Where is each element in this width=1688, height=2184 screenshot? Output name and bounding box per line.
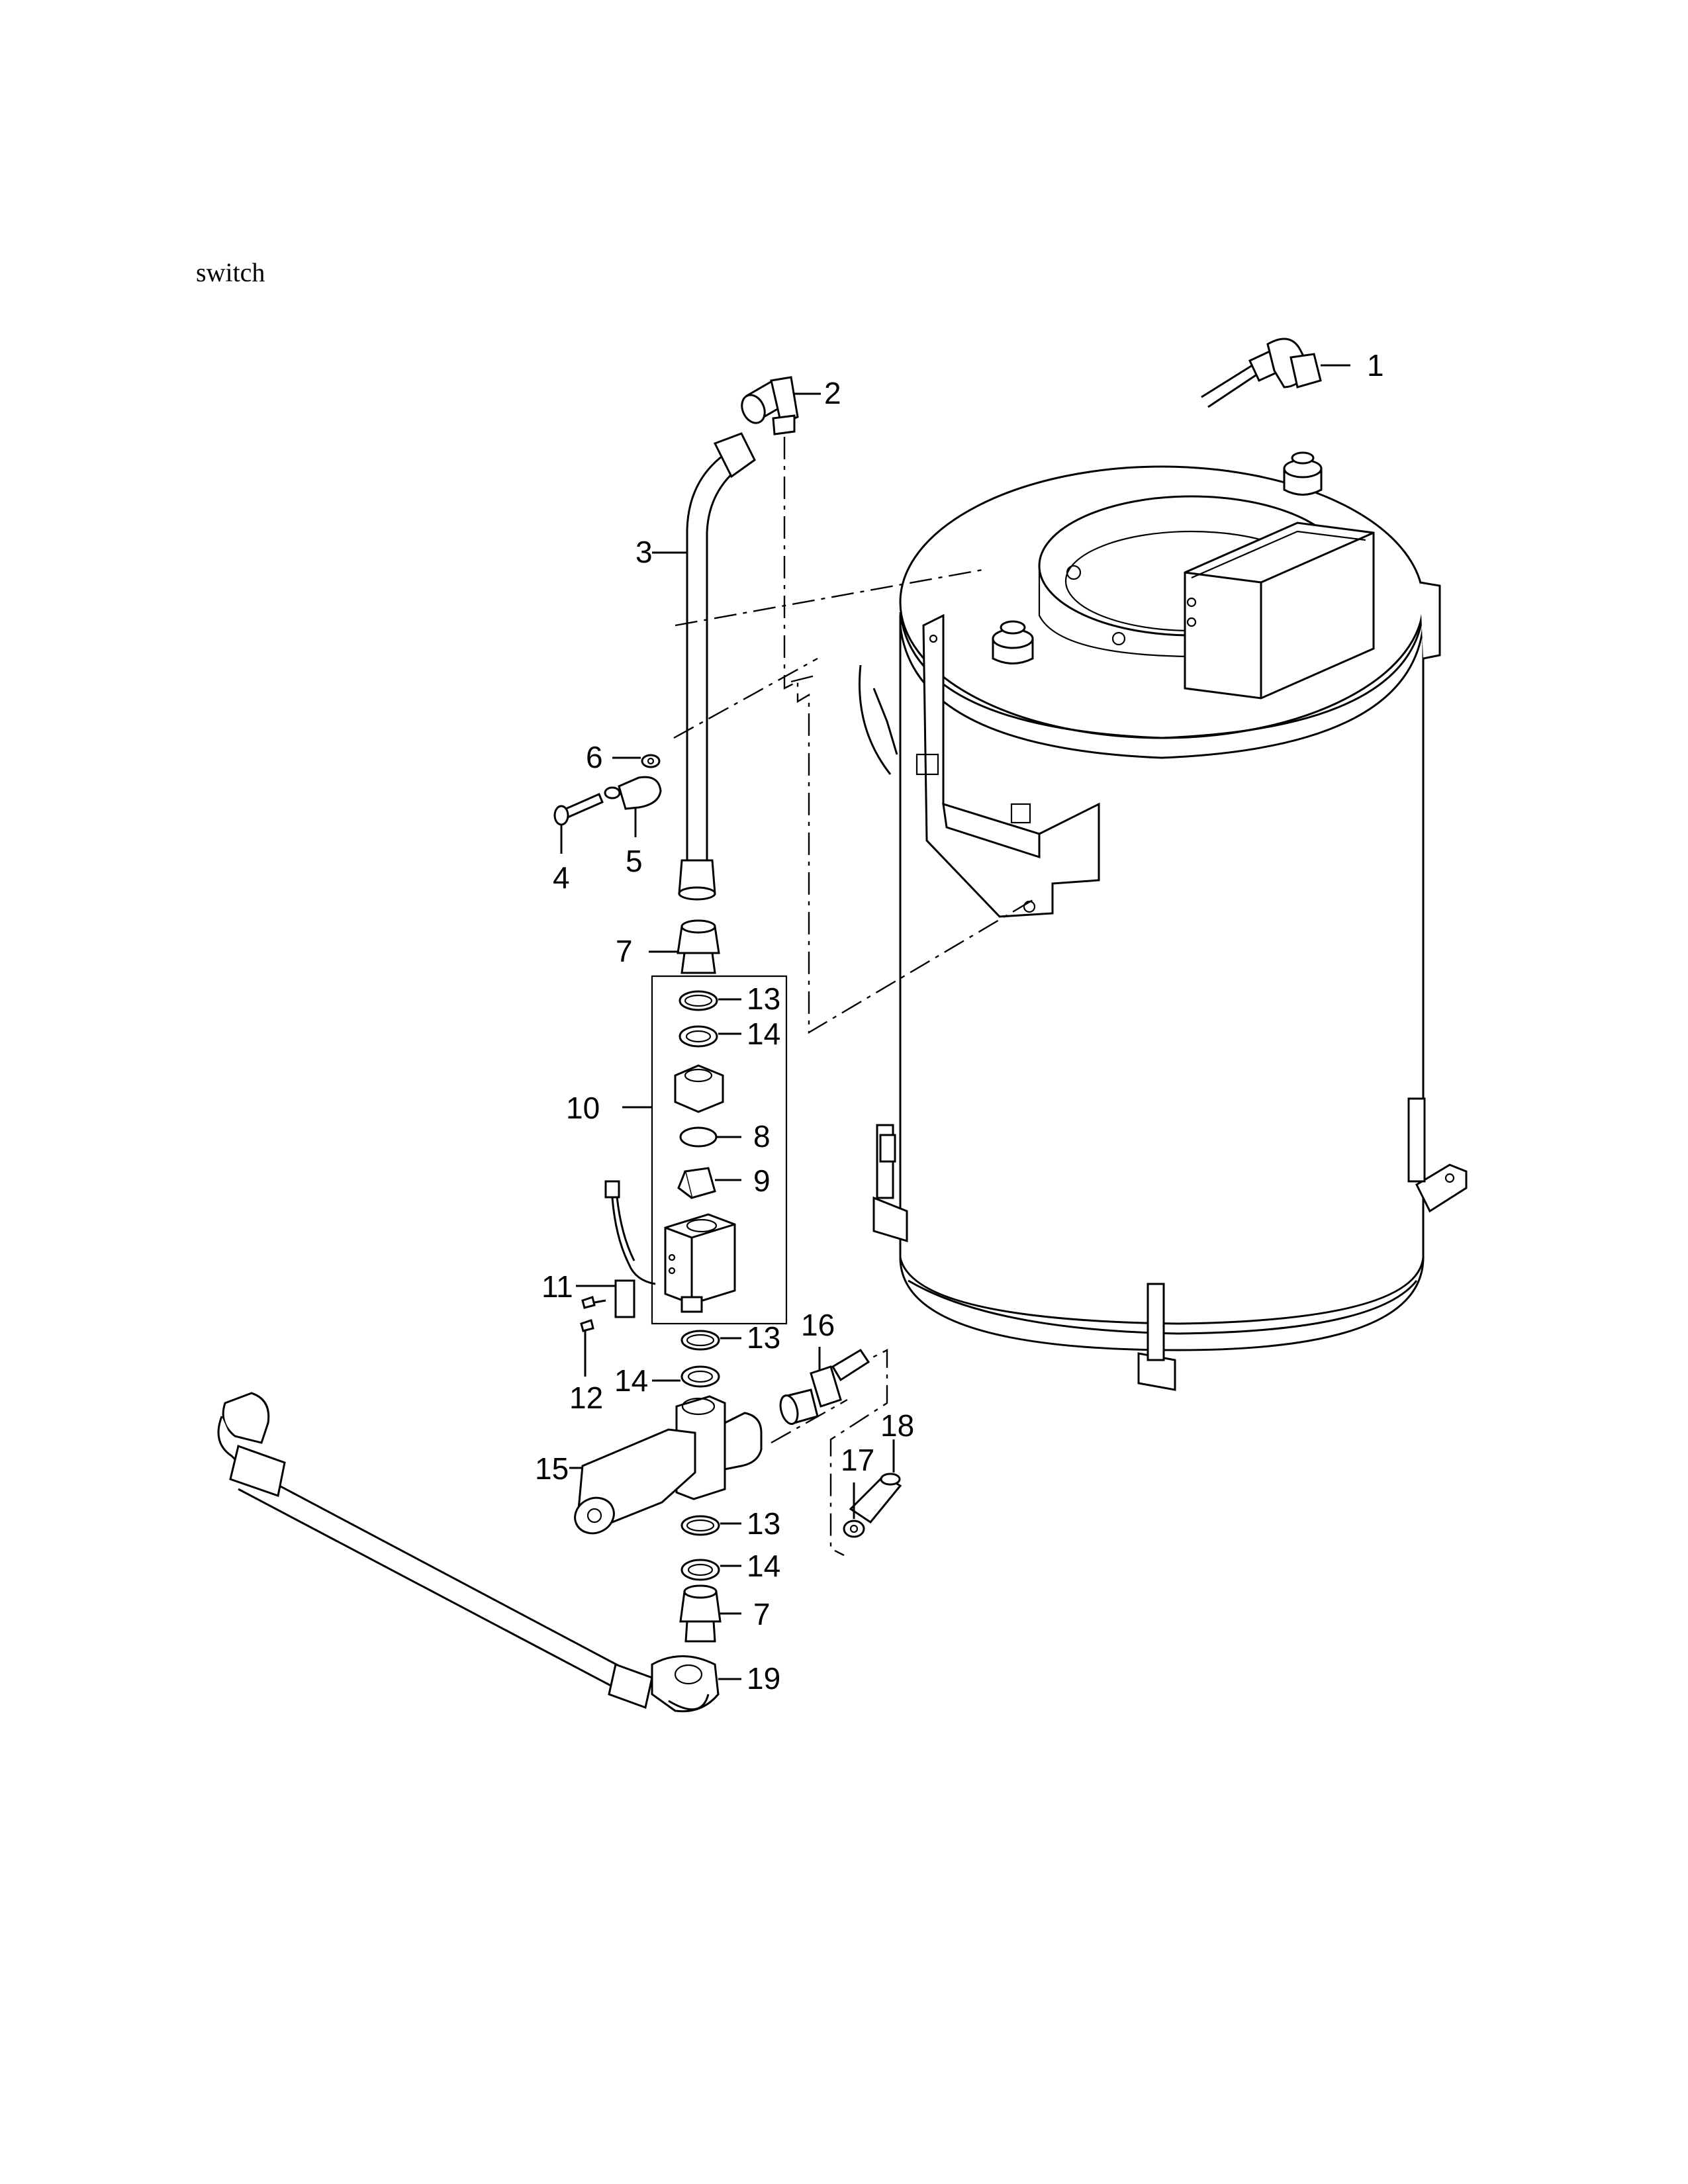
boiler-tank — [858, 451, 1468, 1391]
callout-2: 2 — [824, 376, 841, 410]
callout-16: 16 — [801, 1308, 835, 1342]
part-19-hose — [217, 1392, 741, 1713]
middle-seal-rings — [652, 1330, 741, 1388]
switch-body — [664, 1213, 736, 1313]
part-15-valve — [569, 1395, 763, 1535]
part-1-elbow-fitting — [1201, 338, 1350, 408]
callout-13-top: 13 — [747, 981, 780, 1016]
callout-15: 15 — [535, 1451, 569, 1486]
part-7-top-nipple — [649, 919, 720, 974]
page-heading: switch — [196, 257, 265, 287]
hex-nut — [674, 1064, 724, 1113]
part-8-ring — [679, 1126, 718, 1148]
callout-10: 10 — [566, 1091, 600, 1125]
part-2-elbow — [741, 376, 821, 435]
callout-5: 5 — [626, 844, 643, 878]
callout-labels: 1 2 3 4 5 6 7 7 8 9 10 11 12 13 13 13 14… — [535, 348, 1384, 1696]
callout-7-bottom: 7 — [753, 1597, 771, 1631]
callout-7-top: 7 — [616, 934, 633, 968]
callout-17: 17 — [841, 1443, 874, 1477]
callout-14-bottom: 14 — [747, 1549, 780, 1583]
callout-13-middle: 13 — [747, 1320, 780, 1355]
assembly-guide-lines — [673, 437, 1033, 1034]
part-3-pipe — [652, 432, 756, 901]
part-7-bottom-nipple — [679, 1584, 741, 1643]
callout-6: 6 — [586, 740, 603, 774]
callout-11: 11 — [541, 1269, 573, 1304]
part-16-17-18-fittings — [771, 1347, 902, 1557]
tank-feet — [872, 1097, 1468, 1391]
callout-4: 4 — [553, 860, 570, 895]
callout-12: 12 — [569, 1381, 603, 1415]
part-4-5-6-clamp — [553, 754, 662, 854]
callout-8: 8 — [753, 1119, 771, 1154]
callout-13-bottom: 13 — [747, 1506, 780, 1541]
part-9-piston — [677, 1167, 741, 1199]
part-11-cable-connector — [576, 1180, 656, 1377]
lower-seal-rings — [680, 1515, 741, 1581]
callout-1: 1 — [1367, 348, 1384, 383]
callout-3: 3 — [635, 535, 653, 569]
part-10-bracket — [651, 975, 788, 1325]
callout-9: 9 — [753, 1163, 771, 1198]
callout-18: 18 — [880, 1408, 914, 1443]
callout-19: 19 — [747, 1661, 780, 1696]
top-seal-rings — [679, 990, 741, 1048]
callout-14-top: 14 — [747, 1017, 780, 1051]
callout-14-middle: 14 — [614, 1363, 648, 1398]
